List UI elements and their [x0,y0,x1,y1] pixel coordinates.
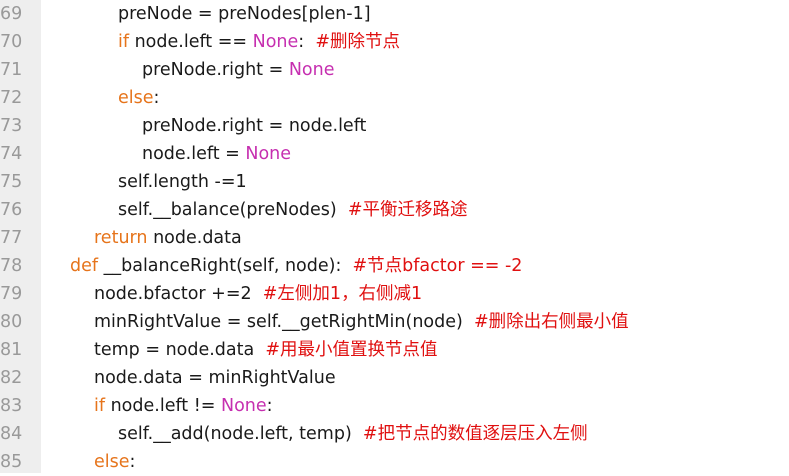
code-line[interactable]: 71 preNode.right = None [0,56,789,84]
code-text: else: [118,84,159,112]
code-line[interactable]: 84 self.__add(node.left, temp) #把节点的数值逐层压… [0,420,789,448]
code-text: return node.data [94,224,242,252]
comment-token: #用最小值置换节点值 [265,340,438,360]
code-line[interactable]: 81 temp = node.data #用最小值置换节点值 [0,336,789,364]
line-number: 79 [0,284,23,304]
line-number: 85 [0,452,23,472]
code-line[interactable]: 79 node.bfactor +=2 #左侧加1，右侧减1 [0,280,789,308]
line-number: 72 [0,88,23,108]
keyword-token: if [94,396,106,416]
code-line[interactable]: 83 if node.left != None: [0,392,789,420]
line-number-gutter [0,0,41,473]
line-number: 76 [0,200,23,220]
line-number: 73 [0,116,23,136]
comment-token: #删除出右侧最小值 [473,312,629,332]
code-text: preNode.right = node.left [142,112,366,140]
line-number: 83 [0,396,23,416]
code-token: node.left != [105,396,221,416]
none-literal-token: None [288,60,335,80]
code-text: minRightValue = self.__getRightMin(node)… [94,308,629,336]
code-token: preNode.right = node.left [142,116,367,136]
code-line[interactable]: 78 def __balanceRight(self, node): #节点bfa… [0,252,789,280]
code-line[interactable]: 80 minRightValue = self.__getRightMin(nod… [0,308,789,336]
comment-token: #平衡迁移路途 [347,200,468,220]
code-text: preNode.right = None [142,56,334,84]
code-text: node.left = None [142,140,291,168]
keyword-token: return [94,228,148,248]
none-literal-token: None [252,32,299,52]
code-token: : [153,88,160,108]
line-number: 75 [0,172,23,192]
line-number: 70 [0,32,23,52]
code-token: : [129,452,136,472]
code-text: node.bfactor +=2 #左侧加1，右侧减1 [94,280,422,308]
none-literal-token: None [220,396,267,416]
code-token: preNode = preNodes[plen-1] [118,4,371,24]
line-number: 71 [0,60,23,80]
code-line[interactable]: 74 node.left = None [0,140,789,168]
code-line[interactable]: 82 node.data = minRightValue [0,364,789,392]
line-number: 80 [0,312,23,332]
code-token: node.bfactor +=2 [94,284,263,304]
code-token: self.__add(node.left, temp) [118,424,363,444]
code-line[interactable]: 69 preNode = preNodes[plen-1] [0,0,789,28]
code-token: __balanceRight(self, node): [98,256,353,276]
code-token: node.data = minRightValue [94,368,336,388]
code-text: self.length -=1 [118,168,247,196]
code-token: self.length -=1 [118,172,247,192]
keyword-token: else [118,88,154,108]
line-number: 69 [0,4,23,24]
code-text: if node.left == None: #删除节点 [118,28,400,56]
code-token: : [266,396,273,416]
keyword-token: else [94,452,130,472]
code-line[interactable]: 70 if node.left == None: #删除节点 [0,28,789,56]
line-number: 77 [0,228,23,248]
code-token: minRightValue = self.__getRightMin(node) [94,312,474,332]
code-line[interactable]: 73 preNode.right = node.left [0,112,789,140]
code-token: self.__balance(preNodes) [118,200,348,220]
code-token: node.left = [142,144,246,164]
code-token: preNode.right = [142,60,289,80]
code-text: else: [94,448,135,476]
code-token: node.data [147,228,242,248]
comment-token: #把节点的数值逐层压入左侧 [362,424,588,444]
comment-token: #节点bfactor == -2 [352,256,523,276]
code-token: temp = node.data [94,340,266,360]
line-number: 78 [0,256,23,276]
code-token: node.left == [129,32,253,52]
line-number: 81 [0,340,23,360]
code-text: self.__balance(preNodes) #平衡迁移路途 [118,196,468,224]
line-number: 82 [0,368,23,388]
code-text: self.__add(node.left, temp) #把节点的数值逐层压入左… [118,420,588,448]
code-line[interactable]: 76 self.__balance(preNodes) #平衡迁移路途 [0,196,789,224]
code-text: preNode = preNodes[plen-1] [118,0,371,28]
keyword-token: if [118,32,130,52]
none-literal-token: None [245,144,292,164]
keyword-token: def [70,256,99,276]
code-line[interactable]: 77 return node.data [0,224,789,252]
code-text: node.data = minRightValue [94,364,336,392]
line-number: 84 [0,424,23,444]
code-text: if node.left != None: [94,392,273,420]
code-line[interactable]: 75 self.length -=1 [0,168,789,196]
comment-token: #删除节点 [315,32,400,52]
code-line[interactable]: 85 else: [0,448,789,476]
code-token: : [298,32,316,52]
code-text: temp = node.data #用最小值置换节点值 [94,336,438,364]
code-line[interactable]: 72 else: [0,84,789,112]
code-text: def __balanceRight(self, node): #节点bfact… [70,252,522,280]
line-number: 74 [0,144,23,164]
comment-token: #左侧加1，右侧减1 [262,284,423,304]
